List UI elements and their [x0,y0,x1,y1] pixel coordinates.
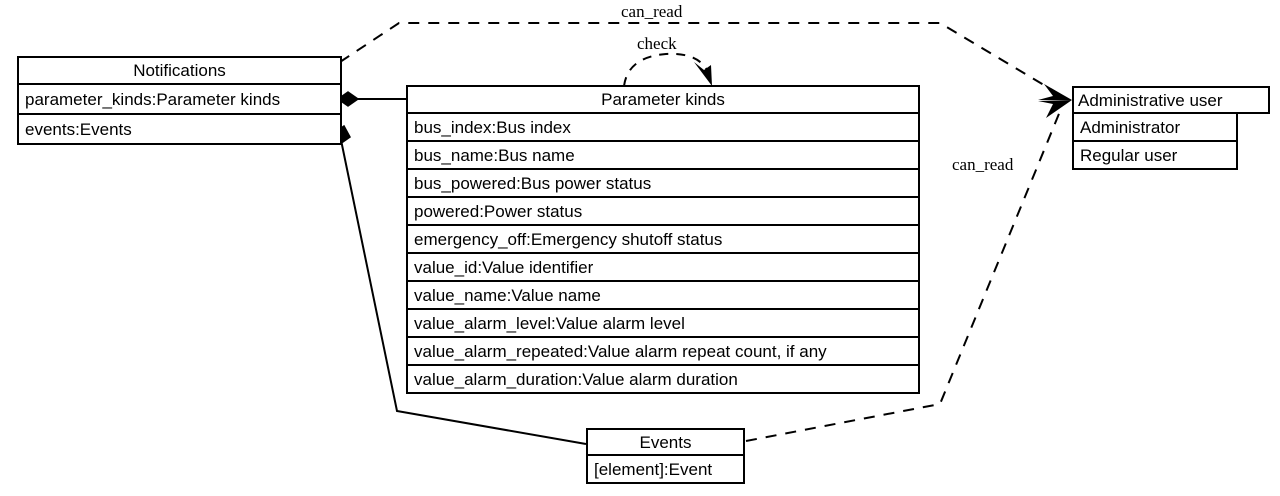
class-attribute-row: Administrator [1072,114,1238,142]
arrowhead-can-read-top [1038,84,1072,100]
class-attribute-row: value_name:Value name [406,282,920,310]
class-attribute-row: emergency_off:Emergency shutoff status [406,226,920,254]
class-attribute-row: value_alarm_repeated:Value alarm repeat … [406,338,920,366]
class-title-administrative-user: Administrative user [1072,86,1270,114]
class-attribute-row: powered:Power status [406,198,920,226]
class-box-notifications[interactable]: Notifications parameter_kinds:Parameter … [17,56,342,145]
class-box-administrative-user[interactable]: Administrative user Administrator Regula… [1072,86,1270,170]
edge-label-check: check [637,34,677,53]
composition-diamond-parameter-kinds [336,91,360,107]
class-attribute-row: [element]:Event [586,456,745,484]
arrowhead-check [694,62,712,86]
edge-notifications-can-read-admin [339,22,1065,98]
class-box-parameter-kinds[interactable]: Parameter kinds bus_index:Bus index bus_… [406,85,920,394]
class-title-notifications: Notifications [17,56,342,85]
edge-events-can-read-admin [745,103,1064,442]
class-attribute-row: bus_name:Bus name [406,142,920,170]
class-attribute-row: bus_index:Bus index [406,114,920,142]
class-attribute-row: value_alarm_duration:Value alarm duratio… [406,366,920,394]
class-attribute-row: events:Events [17,115,342,145]
edge-label-can-read-top: can_read [621,2,683,21]
class-attribute-row: value_id:Value identifier [406,254,920,282]
class-attribute-row: value_alarm_level:Value alarm level [406,310,920,338]
class-attribute-row: Regular user [1072,142,1238,170]
class-attribute-row: bus_powered:Bus power status [406,170,920,198]
arrowhead-can-read-right [1038,100,1072,118]
edge-notifications-owns-events [340,139,587,445]
class-title-parameter-kinds: Parameter kinds [406,85,920,114]
edge-label-can-read-right: can_read [952,155,1014,174]
class-attribute-row: parameter_kinds:Parameter kinds [17,85,342,115]
edge-check-parameter-kinds [623,52,710,87]
class-box-events[interactable]: Events [element]:Event [586,428,745,484]
class-title-events: Events [586,428,745,456]
